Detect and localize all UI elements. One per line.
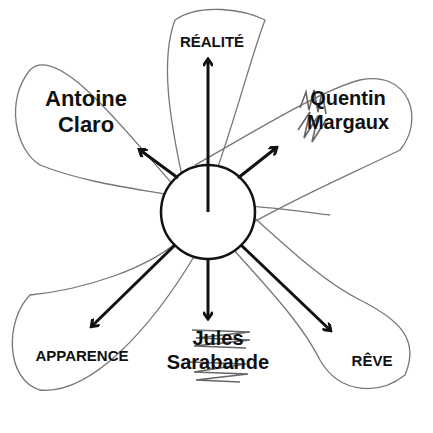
axis-label: RÉALITÉ: [152, 33, 272, 51]
arrow: [92, 60, 330, 330]
axis-label: APPARENCE: [7, 347, 157, 365]
petal-outline: [12, 9, 412, 390]
axis-label: RÊVE: [332, 352, 412, 370]
person-name: Antoine Claro: [31, 86, 141, 139]
person-name: Quentin Margaux: [293, 86, 403, 134]
person-name: Jules Sarabande: [158, 326, 278, 374]
